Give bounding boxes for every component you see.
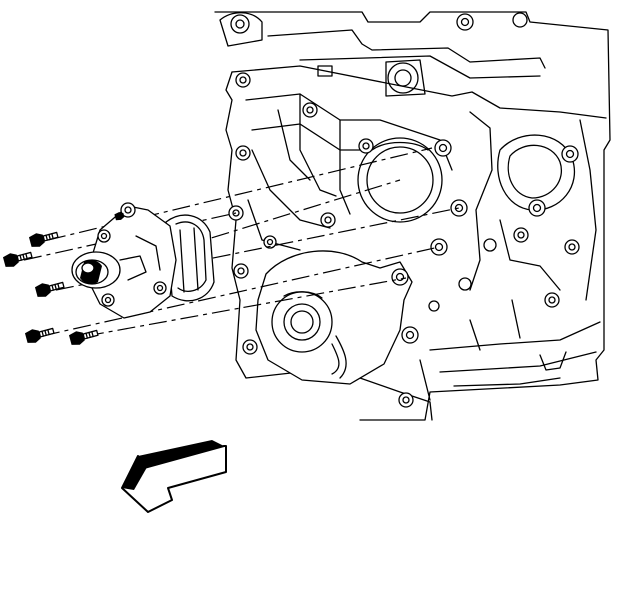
bolt-icon [2, 212, 125, 345]
pump-housing-icon [71, 202, 215, 319]
direction-arrow-icon [121, 440, 227, 513]
engine-block-icon [214, 11, 611, 421]
